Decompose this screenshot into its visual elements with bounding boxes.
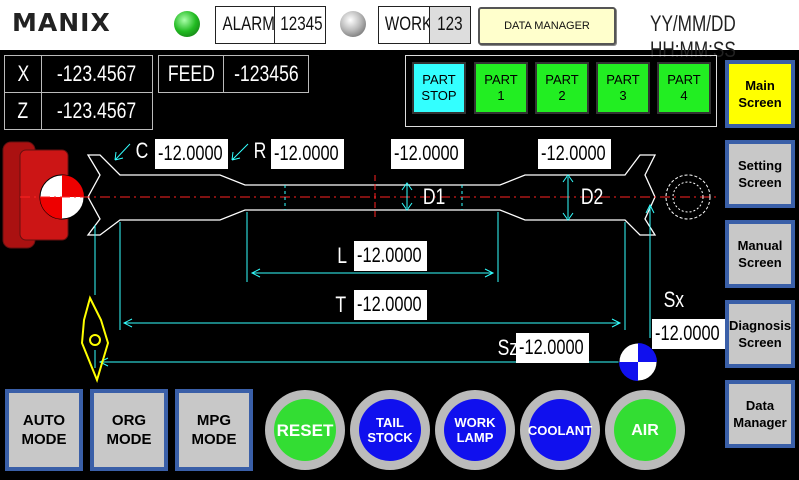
alarm-value: 12345 [274, 6, 326, 44]
part-stop-button[interactable]: PART STOP [412, 62, 466, 114]
part-1-button[interactable]: PART 1 [474, 62, 528, 114]
main-screen-button[interactable]: Main Screen [725, 60, 795, 128]
part-4-button[interactable]: PART 4 [657, 62, 711, 114]
alarm-lamp-icon [174, 11, 200, 37]
part-buttons-panel: PART STOP PART 1 PART 2 PART 3 PART 4 [405, 55, 717, 127]
d1-label: D1 [422, 184, 446, 209]
datetime-display: YY/MM/DD HH:MM:SS [650, 11, 736, 62]
length-label: L [337, 243, 348, 268]
chamfer-value: -12.0000 [155, 139, 228, 169]
total-length-value: -12.0000 [354, 290, 427, 320]
reset-button[interactable]: RESET [265, 390, 345, 470]
work-lamp-icon [340, 11, 366, 37]
coolant-button[interactable]: COOLANT [520, 390, 600, 470]
manual-screen-button[interactable]: Manual Screen [725, 220, 795, 288]
length-value: -12.0000 [354, 241, 427, 271]
workpiece-diagram [2, 141, 720, 384]
tail-stock-button[interactable]: TAIL STOCK [350, 390, 430, 470]
d1-value: -12.0000 [391, 139, 464, 169]
radius-label: R [253, 138, 267, 163]
sx-label: Sx [663, 287, 685, 312]
sz-label: Sz [497, 335, 519, 360]
d2-value: -12.0000 [538, 139, 611, 169]
x-axis-label: X [4, 55, 42, 93]
part-3-button[interactable]: PART 3 [596, 62, 650, 114]
part-2-button[interactable]: PART 2 [535, 62, 589, 114]
alarm-label: ALARM [215, 6, 275, 44]
sx-value: -12.0000 [652, 319, 725, 349]
d2-label: D2 [580, 184, 604, 209]
z-axis-value: -123.4567 [41, 92, 153, 130]
z-axis-label: Z [4, 92, 42, 130]
x-axis-value: -123.4567 [41, 55, 153, 93]
feed-label: FEED [158, 55, 224, 93]
radius-value: -12.0000 [271, 139, 344, 169]
cutting-tool-icon [80, 295, 110, 384]
feed-value: -123456 [223, 55, 309, 93]
mpg-mode-button[interactable]: MPG MODE [175, 389, 253, 471]
work-label: WORK [378, 6, 432, 44]
data-manager-button[interactable]: DATA MANAGER [478, 7, 616, 45]
manix-logo: MANIX [12, 8, 111, 37]
org-mode-button[interactable]: ORG MODE [90, 389, 168, 471]
chamfer-label: C [135, 138, 149, 163]
work-lamp-button[interactable]: WORK LAMP [435, 390, 515, 470]
air-button[interactable]: AIR [605, 390, 685, 470]
total-length-label: T [335, 292, 347, 317]
setting-screen-button[interactable]: Setting Screen [725, 140, 795, 208]
diagnosis-screen-button[interactable]: Diagnosis Screen [725, 300, 795, 368]
auto-mode-button[interactable]: AUTO MODE [5, 389, 83, 471]
sz-value: -12.0000 [516, 333, 589, 363]
work-value: 123 [429, 6, 471, 44]
data-manager-side-button[interactable]: Data Manager [725, 380, 795, 448]
